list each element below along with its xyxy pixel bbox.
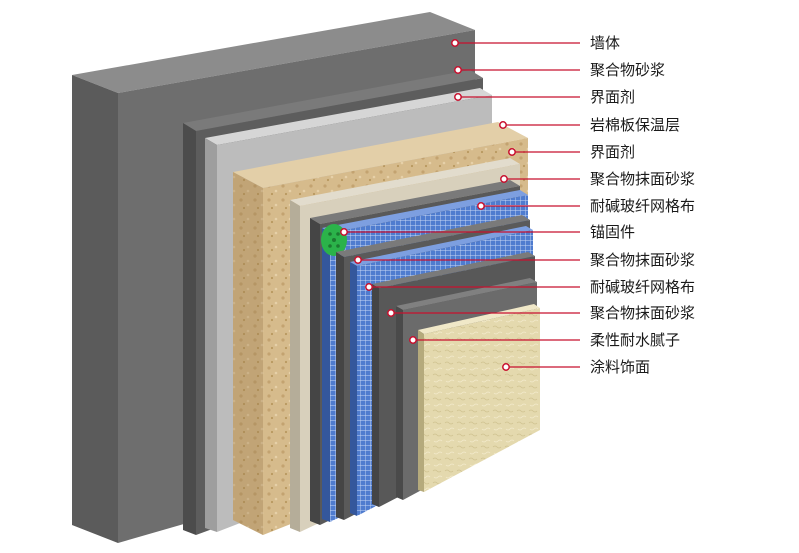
leader-dot bbox=[499, 121, 507, 129]
leader-dot bbox=[454, 93, 462, 101]
callout-group: 墙体聚合物砂浆界面剂岩棉板保温层界面剂聚合物抹面砂浆耐碱玻纤网格布锚固件聚合物抹… bbox=[340, 34, 695, 376]
leader-dot bbox=[387, 309, 395, 317]
leader-dot bbox=[365, 283, 373, 291]
layer-label: 耐碱玻纤网格布 bbox=[590, 278, 695, 296]
leader-dot bbox=[340, 228, 348, 236]
leader-dot bbox=[502, 363, 510, 371]
layer-label: 界面剂 bbox=[590, 143, 635, 161]
layer-label: 涂料饰面 bbox=[590, 358, 650, 376]
layer-label: 锚固件 bbox=[590, 223, 635, 241]
layer-label: 聚合物砂浆 bbox=[590, 61, 665, 79]
leader-dot bbox=[508, 148, 516, 156]
leader-dot bbox=[354, 256, 362, 264]
layer-label: 聚合物抹面砂浆 bbox=[590, 304, 695, 322]
leader-dot bbox=[451, 39, 459, 47]
leader-dot bbox=[477, 202, 485, 210]
layer-label: 聚合物抹面砂浆 bbox=[590, 170, 695, 188]
leader-dot bbox=[500, 175, 508, 183]
layer-label: 岩棉板保温层 bbox=[590, 116, 680, 134]
layer-label: 界面剂 bbox=[590, 88, 635, 106]
layer-paint-finish bbox=[418, 304, 540, 492]
layer-label: 耐碱玻纤网格布 bbox=[590, 197, 695, 215]
leader-dot bbox=[409, 336, 417, 344]
layer-label: 聚合物抹面砂浆 bbox=[590, 251, 695, 269]
layer-label: 墙体 bbox=[590, 34, 620, 52]
layer-label: 柔性耐水腻子 bbox=[590, 331, 680, 349]
leader-dot bbox=[454, 66, 462, 74]
